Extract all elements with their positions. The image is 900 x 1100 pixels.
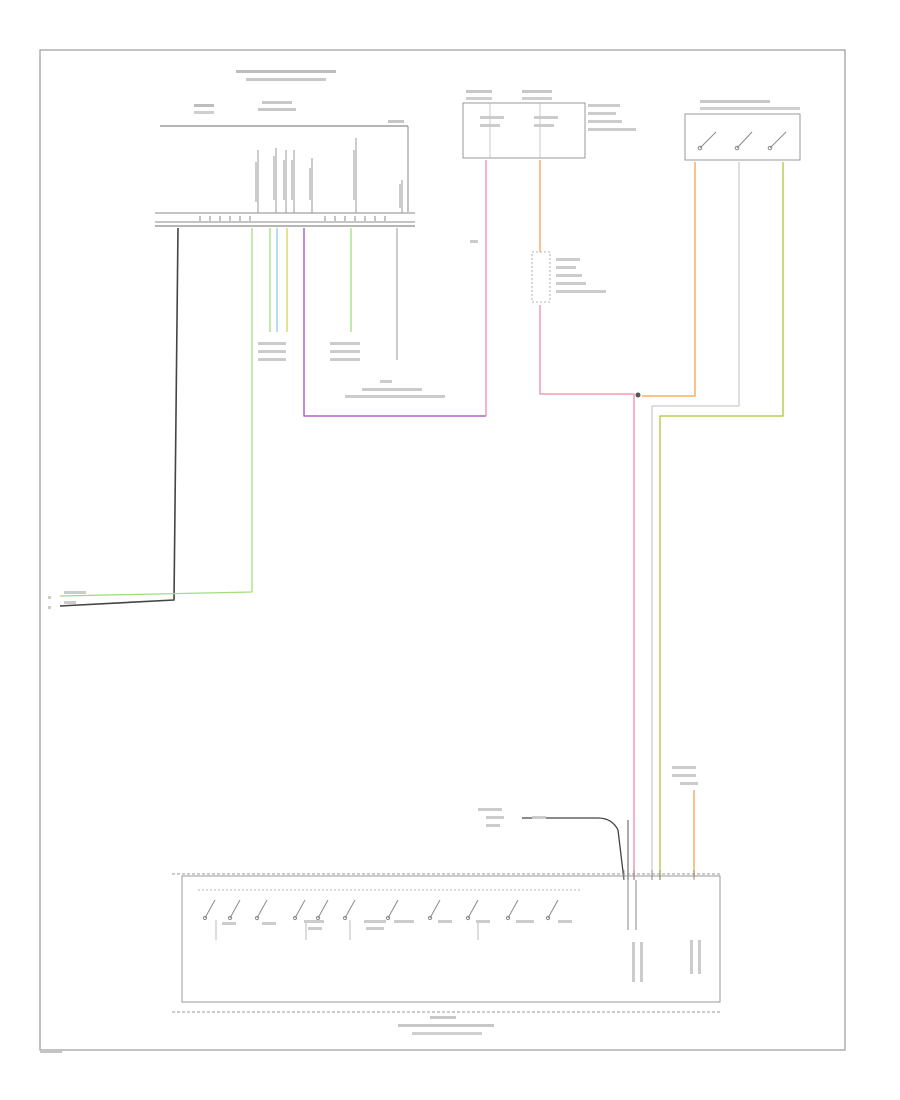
orange-wire-right	[642, 162, 696, 397]
bottom-module	[172, 870, 721, 1035]
relay-component	[531, 251, 606, 303]
splice-dot	[635, 392, 641, 398]
top-left-module	[155, 70, 415, 227]
white-wire	[651, 162, 740, 880]
green-wire	[59, 228, 253, 597]
lower-right-labels	[478, 766, 698, 827]
fuse-block	[462, 90, 636, 159]
purple-wire	[303, 228, 486, 417]
diagram-frame	[39, 49, 846, 1051]
left-wire-labels	[48, 591, 86, 609]
corner-mark	[40, 1050, 62, 1053]
pink-wire-long	[539, 305, 635, 880]
olive-wire	[659, 162, 784, 880]
black-wire	[59, 227, 179, 607]
switch-assembly	[684, 100, 801, 161]
connector-labels	[258, 240, 478, 398]
black-wire-lower	[522, 817, 625, 881]
